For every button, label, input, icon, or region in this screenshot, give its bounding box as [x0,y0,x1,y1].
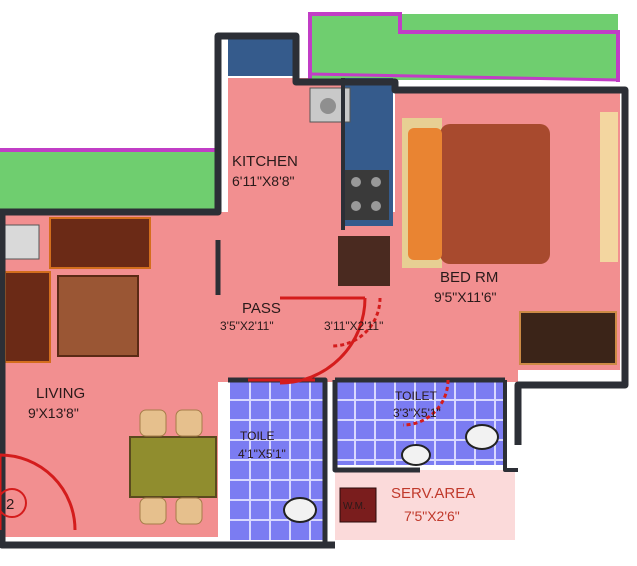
balcony-top-edge [308,12,620,82]
balcony-top-rail [309,72,619,82]
living-dims: 9'X13'8" [28,405,79,421]
bedroom-window [600,112,618,262]
pass-name: PASS [242,300,281,317]
washing-machine-label: W.M. [343,501,366,512]
sofa-top [49,217,151,269]
balcony-left [0,150,218,210]
toilet2-name: TOILET [395,389,437,403]
bed-pillows [408,128,442,260]
side-table [4,224,40,260]
dining-chairs [139,409,203,525]
wardrobe [519,311,617,365]
wash-basin [401,444,431,466]
kitchen-name: KITCHEN [232,153,298,170]
pass-dims: 3'5"X2'11" [220,319,274,333]
pass2-dims: 3'11"X2'11" [324,319,383,333]
doors [0,296,450,531]
wc-1 [283,497,317,523]
bedroom-name: BED RM [440,269,498,286]
kitchen-counter-top [228,36,298,76]
bed [440,124,550,264]
wc-2 [465,424,499,450]
washing-machine [339,487,377,523]
toilet1-name: TOILE [240,429,274,443]
sink-bowl [320,98,336,114]
bedroom-dims: 9'5"X11'6" [434,289,497,305]
toilet2-dims: 3'3"X5'1" [393,406,441,420]
dining-table [129,436,217,498]
kitchen-dims: 6'11"X8'8" [232,173,295,189]
living-name: LIVING [36,385,85,402]
stove [345,170,389,220]
unit-number: 2 [6,496,14,513]
sofa-left [4,271,51,363]
rug [57,275,139,357]
serv-area-name: SERV.AREA [391,485,475,502]
kitchen-cabinet [338,236,390,286]
serv-area-dims: 7'5"X2'6" [404,508,460,524]
toilet1-dims: 4'1"X5'1" [238,447,286,461]
unit-number-circle [0,488,27,518]
balcony-top [310,14,618,80]
